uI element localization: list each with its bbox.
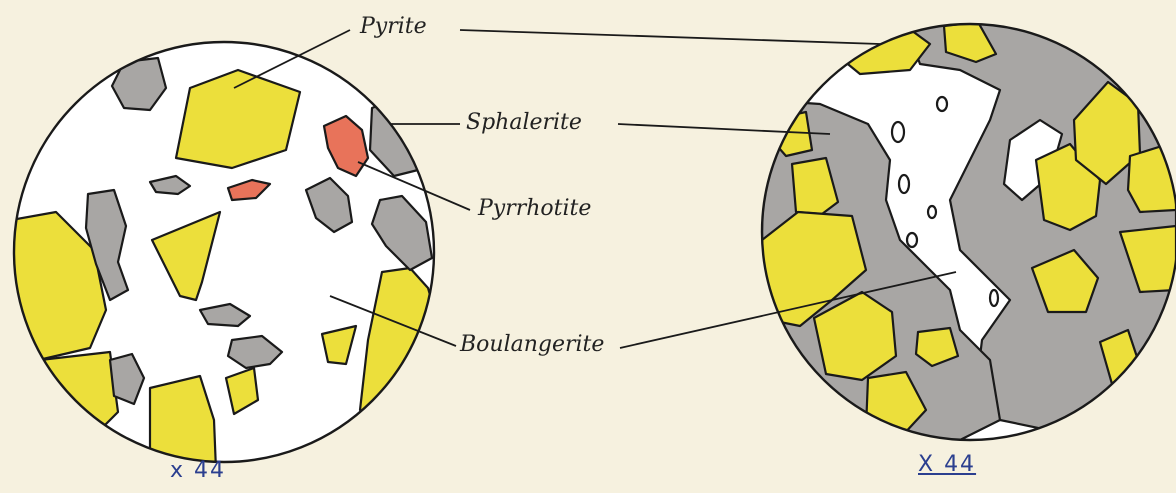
boulangerite-inclusion xyxy=(990,290,998,306)
boulangerite-inclusion xyxy=(907,233,917,247)
boulangerite-inclusion xyxy=(928,206,936,218)
right-field-of-view xyxy=(762,20,1176,440)
label-pyrite: Pyrite xyxy=(360,14,427,39)
label-boulangerite: Boulangerite xyxy=(460,332,604,357)
boulangerite-inclusion xyxy=(892,122,904,142)
magnification-right: X 44 xyxy=(918,452,976,477)
boulangerite-inclusion xyxy=(899,175,909,193)
magnification-left: x 44 xyxy=(170,458,226,483)
boulangerite-inclusion xyxy=(937,97,947,111)
left-field-of-view xyxy=(0,42,440,470)
pyrite-leader-right xyxy=(460,30,880,44)
label-pyrrhotite: Pyrrhotite xyxy=(478,196,591,221)
label-sphalerite: Sphalerite xyxy=(466,110,582,135)
pyrite-grain xyxy=(1128,146,1176,212)
